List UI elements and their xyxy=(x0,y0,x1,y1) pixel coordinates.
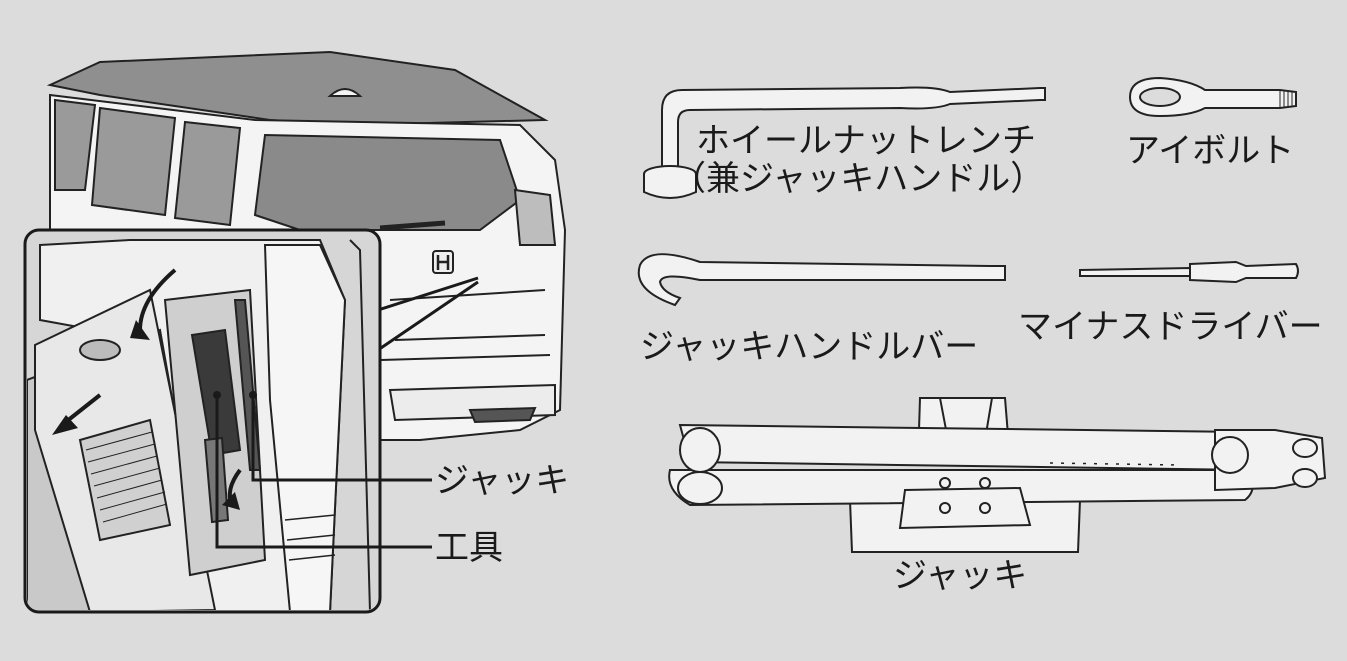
wheel-nut-wrench-label: ホイールナットレンチ xyxy=(696,121,1036,161)
jack-handle-bar-illustration xyxy=(637,253,1006,307)
callout-lines xyxy=(215,395,432,549)
jack-callout-label: ジャッキ xyxy=(435,461,569,501)
inset-leader-lines xyxy=(377,276,479,352)
wheel-nut-wrench-sub-label: （兼ジャッキハンドル） xyxy=(672,159,1044,199)
tools-callout-label: 工具 xyxy=(435,528,503,568)
wheel-nut-wrench-illustration xyxy=(643,86,1046,199)
flathead-screwdriver-label: マイナスドライバー xyxy=(1018,307,1323,347)
jack-handle-bar-label: ジャッキハンドルバー xyxy=(640,327,978,367)
jack-bottom-label: ジャッキ xyxy=(893,556,1027,596)
flathead-screwdriver-illustration xyxy=(1079,260,1299,284)
scissor-jack-illustration xyxy=(668,397,1327,553)
inset-detail xyxy=(23,228,382,614)
eye-bolt-label: アイボルト xyxy=(1126,131,1294,171)
eye-bolt-illustration xyxy=(1128,76,1297,118)
car-rear-illustration xyxy=(46,50,567,441)
